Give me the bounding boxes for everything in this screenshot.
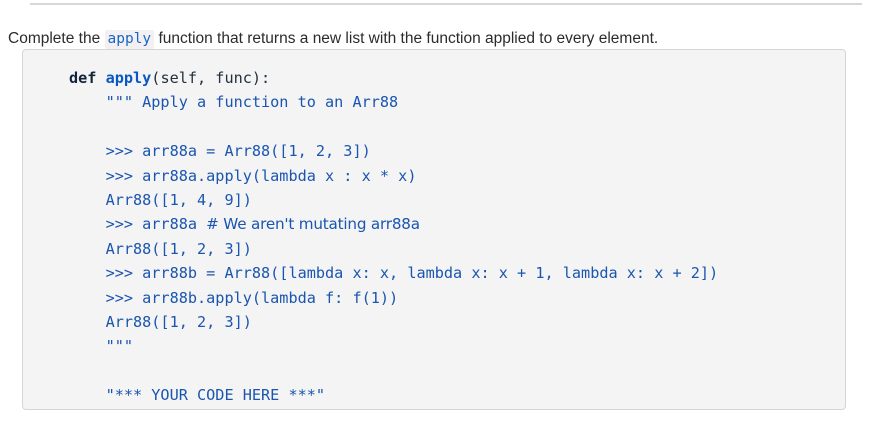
code-token-prompt: >>> arr88a.apply(lambda x : x * x) [69, 166, 417, 185]
code-token-doc: """ [69, 337, 134, 356]
code-token-kw: def [69, 69, 106, 87]
line-blank-1 [23, 115, 845, 139]
line-doctest-2: >>> arr88a.apply(lambda x : x * x) [23, 164, 845, 188]
problem-statement: Complete the apply function that returns… [8, 29, 866, 49]
code-token-doc: """ Apply a function to an Arr88 [69, 93, 399, 112]
inline-code-apply: apply [104, 29, 155, 49]
code-token-out: Arr88([1, 4, 9]) [69, 191, 252, 210]
code-token-out: Arr88([1, 2, 3]) [69, 239, 252, 258]
line-doctest-4: >>> arr88b = Arr88([lambda x: x, lambda … [23, 261, 845, 285]
line-output-1: Arr88([1, 4, 9]) [23, 188, 845, 212]
line-def: def apply(self, func): [23, 66, 845, 90]
code-token-comment: # We aren't mutating arr88a [206, 215, 420, 234]
section-divider [30, 3, 862, 5]
line-doctest-5: >>> arr88b.apply(lambda f: f(1)) [23, 286, 845, 310]
code-token-out: Arr88([1, 2, 3]) [69, 313, 252, 332]
line-doctest-1: >>> arr88a = Arr88([1, 2, 3]) [23, 139, 845, 163]
line-doctest-3: >>> arr88a # We aren't mutating arr88a [23, 212, 845, 236]
code-token-prompt: >>> arr88b = Arr88([lambda x: x, lambda … [69, 264, 719, 283]
problem-statement-text-before: Complete the [8, 29, 105, 47]
code-token-prompt: >>> arr88b.apply(lambda f: f(1)) [69, 288, 399, 307]
line-blank-2 [23, 359, 845, 383]
code-token-prompt: >>> arr88a [69, 215, 207, 234]
line-docstring-open: """ Apply a function to an Arr88 [23, 90, 845, 114]
line-your-code-here: "*** YOUR CODE HERE ***" [23, 383, 845, 407]
code-token-fn: apply [105, 69, 152, 87]
code-token-prompt: >>> arr88a = Arr88([1, 2, 3]) [69, 142, 371, 161]
problem-statement-text-after: function that returns a new list with th… [154, 29, 659, 47]
code-block-content: def apply(self, func): """ Apply a funct… [23, 50, 845, 408]
code-block: def apply(self, func): """ Apply a funct… [22, 49, 846, 410]
line-docstring-close: """ [23, 334, 845, 358]
code-token-str: "*** YOUR CODE HERE ***" [69, 386, 326, 405]
code-token-plain: (self, func): [151, 69, 271, 87]
line-output-3: Arr88([1, 2, 3]) [23, 310, 845, 334]
line-output-2: Arr88([1, 2, 3]) [23, 237, 845, 261]
